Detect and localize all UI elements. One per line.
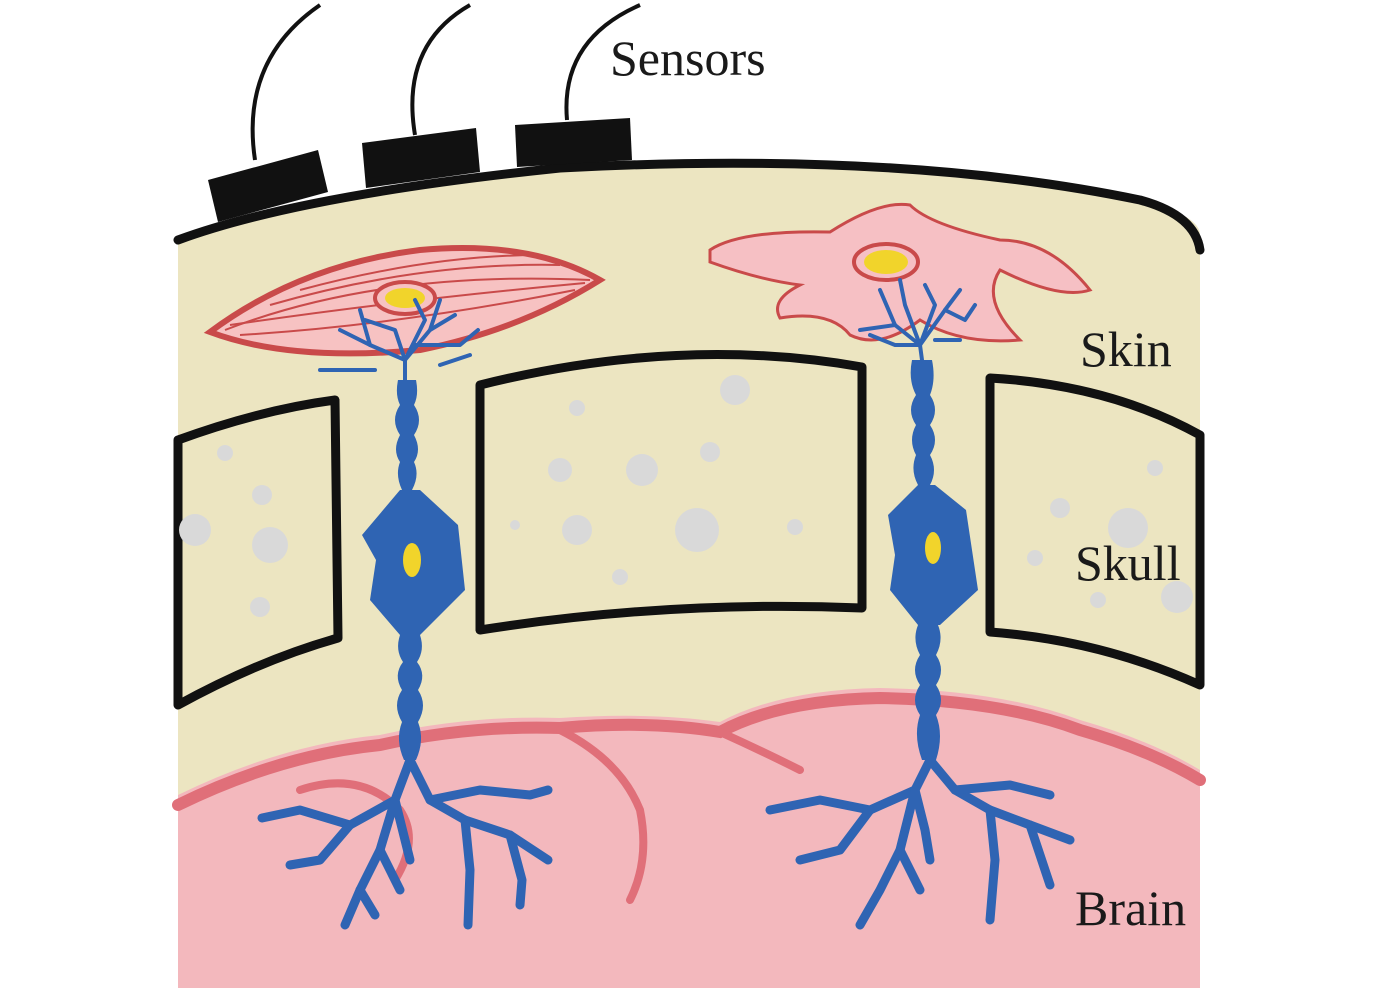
sensor-pad-icon <box>515 3 641 167</box>
skin-cell-icon <box>708 202 1093 343</box>
neuron-icon <box>765 278 1075 930</box>
brain-label: Brain <box>1075 880 1186 936</box>
skull-center <box>475 350 867 635</box>
skull-label: Skull <box>1075 535 1181 591</box>
bone-pores <box>179 375 1193 617</box>
skin-label: Skin <box>1080 321 1172 377</box>
sensors-label: Sensors <box>610 30 766 86</box>
sensor-pad-icon <box>362 3 480 188</box>
sensor-pad-icon <box>208 3 328 222</box>
skull-layer <box>173 350 1205 710</box>
scalp-outline <box>173 158 1205 255</box>
skull-right <box>985 373 1205 690</box>
skull-left <box>173 395 343 710</box>
muscle-fiber-icon <box>203 245 606 357</box>
sensors-group <box>208 3 641 222</box>
neuron-icon <box>257 298 553 930</box>
